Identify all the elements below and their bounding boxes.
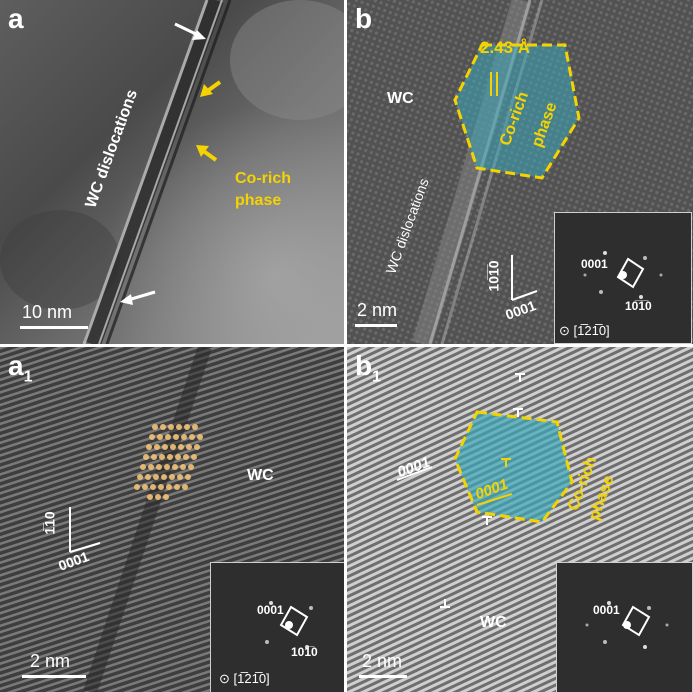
fft-label-0001-b: 0001 bbox=[581, 257, 608, 271]
panel-label-a: a bbox=[8, 3, 24, 34]
panel-label-a1-sub: 1 bbox=[23, 368, 33, 386]
zone-axis-icon: ⊙ bbox=[219, 671, 234, 686]
panel-label-b1: b1 bbox=[355, 351, 381, 393]
fft-inset-b: 0001 10̅1̅0 ⊙ [1̅21̅0] bbox=[554, 212, 692, 344]
direction-axes-b bbox=[511, 255, 538, 301]
scale-bar-a1 bbox=[22, 675, 86, 678]
panel-label-a1: a1 bbox=[8, 351, 32, 393]
dislocation-symbol-icon bbox=[440, 373, 525, 608]
dislocation-band-a bbox=[82, 0, 232, 344]
panel-b: b 2.43 Å WC Co-rich phase WC dislocation… bbox=[347, 0, 693, 344]
fft-inset-b1: 0001 bbox=[556, 562, 693, 692]
dislocation-core-a1 bbox=[83, 347, 212, 692]
panel-a: a WC dislocations Co-rich phase 10 nm bbox=[0, 0, 344, 344]
fft-inset-a1: 0001 101̅0 ⊙ [1̅21̅0] bbox=[210, 562, 344, 692]
fft-pattern-a1 bbox=[211, 563, 344, 692]
co-rich-phase-region-b1 bbox=[453, 410, 574, 524]
panel-label-b: b bbox=[355, 3, 373, 34]
lattice-spacing-label: 2.43 Å bbox=[480, 38, 531, 57]
scale-bar-a bbox=[20, 326, 88, 329]
panel-label-a1-main: a bbox=[8, 350, 24, 381]
scale-label-a: 10 nm bbox=[22, 302, 73, 322]
direction-underline-outer bbox=[396, 466, 433, 481]
fft-label-0001-a1: 0001 bbox=[257, 603, 284, 617]
phase-label-a-line1: Co-rich bbox=[235, 170, 291, 187]
scale-label-b1: 2 nm bbox=[362, 651, 403, 671]
zone-axis-b: ⊙ [1̅21̅0] bbox=[559, 323, 610, 339]
direction-underline-inner bbox=[476, 493, 513, 506]
white-arrow-icon bbox=[120, 290, 156, 305]
fft-label-0001-b1: 0001 bbox=[593, 603, 620, 617]
fft-pattern-b bbox=[555, 213, 691, 343]
scale-bar-b bbox=[355, 324, 397, 327]
zone-axis-icon: ⊙ bbox=[559, 323, 574, 338]
zone-axis-label-a1: [1̅21̅0] bbox=[233, 671, 270, 686]
scale-label-b: 2 nm bbox=[357, 300, 398, 320]
wc-label-b1: WC bbox=[480, 614, 507, 631]
fft-pattern-b1 bbox=[557, 563, 692, 692]
fft-label-1010-b: 10̅1̅0 bbox=[625, 299, 652, 313]
spacing-marker bbox=[490, 72, 498, 96]
scale-bar-b1 bbox=[359, 675, 407, 678]
direction-axes-a1 bbox=[69, 507, 101, 553]
direction-label-a1-vertical: 1̅10 bbox=[41, 511, 58, 535]
fft-label-1010-a1: 101̅0 bbox=[291, 645, 318, 659]
scale-label-a1: 2 nm bbox=[30, 651, 71, 671]
yellow-arrow-icon bbox=[196, 145, 218, 162]
zone-axis-label-b: [1̅21̅0] bbox=[573, 323, 610, 338]
co-rich-phase-region bbox=[453, 43, 581, 180]
yellow-arrow-icon bbox=[200, 80, 222, 97]
zone-axis-a1: ⊙ [1̅21̅0] bbox=[219, 671, 270, 687]
panel-a1: a1 WC 1̅10 0001 2 nm 0001 101̅0 ⊙ [1̅21̅… bbox=[0, 347, 344, 692]
white-arrow-icon bbox=[174, 22, 206, 40]
panel-b1: b1 0001 0001 Co-rich phase WC 2 nm 0001 bbox=[347, 347, 693, 692]
dislocation-symbol-icon bbox=[501, 458, 511, 467]
atom-overlay bbox=[134, 424, 203, 500]
panel-label-b1-sub: 1 bbox=[372, 368, 382, 386]
wc-label-b: WC bbox=[387, 90, 414, 107]
wc-label-a1: WC bbox=[247, 467, 274, 484]
tem-image-a bbox=[0, 0, 344, 344]
panel-label-b1-main: b bbox=[355, 350, 373, 381]
phase-label-a-line2: phase bbox=[235, 192, 282, 209]
direction-label-b-vertical: 10̅1̅0 bbox=[485, 260, 502, 292]
